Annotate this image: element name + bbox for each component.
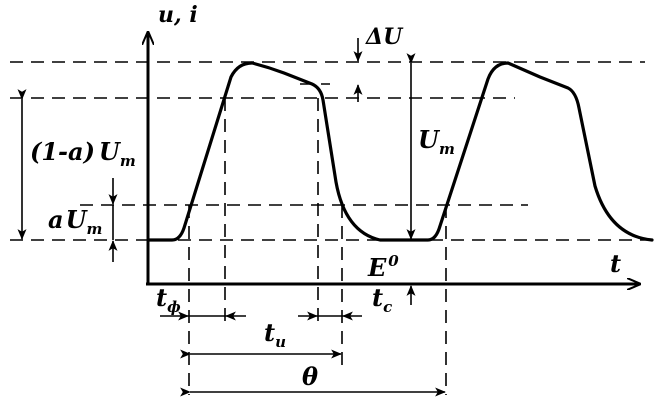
t-pulse-label: tи: [264, 318, 286, 351]
a-um-label: aUm: [48, 205, 102, 238]
one-minus-a-um-label: (1-a)Um: [30, 137, 136, 170]
t-front-label: tф: [156, 283, 181, 316]
horizontal-axis-label: t: [610, 249, 621, 278]
t-cut-label: tc: [372, 283, 392, 316]
pulse-waveform: [146, 61, 654, 242]
period-label: θ: [302, 362, 318, 391]
vertical-axis-label: u, i: [158, 2, 198, 28]
um-label: Um: [418, 125, 455, 158]
delta-u-label: ΔU: [365, 24, 404, 50]
